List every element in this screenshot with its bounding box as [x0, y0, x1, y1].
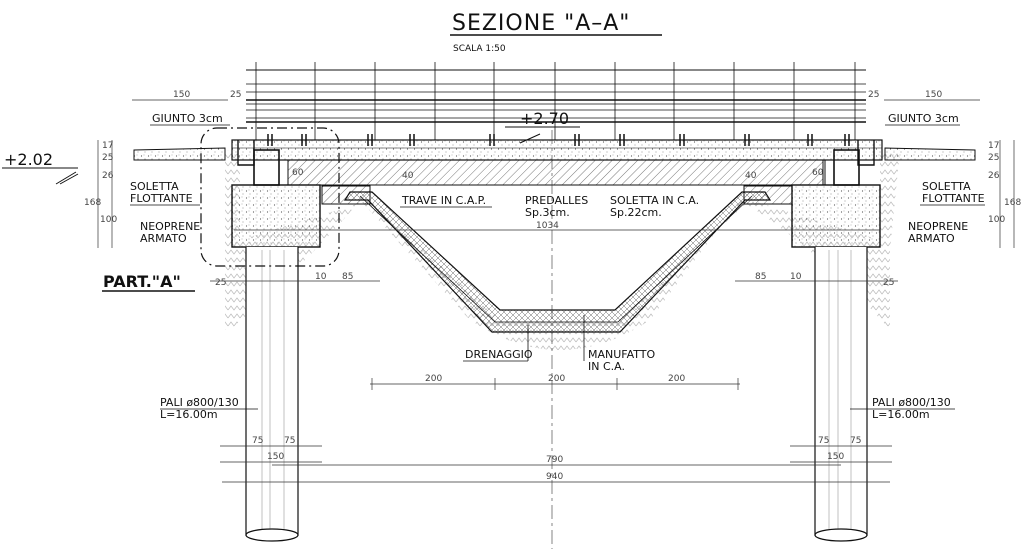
pali-left-line1: PALI ø800/130: [160, 396, 239, 409]
soletta-flottante-right-line2: FLOTTANTE: [922, 192, 985, 205]
dimensions: 150 25 150 25 17 25 26 100 168 17 25 26 …: [84, 90, 1021, 483]
dim-gap-left-85: 85: [342, 272, 353, 282]
dim-pile-75-b: 75: [284, 436, 295, 446]
giunto-left-label: GIUNTO 3cm: [152, 112, 223, 125]
dim-gap-left-10: 10: [315, 272, 327, 282]
dim-ch-200-c: 200: [668, 374, 685, 384]
elevation-road: +2.02: [2, 150, 79, 185]
road-right: [884, 147, 976, 161]
pali-left-line2: L=16.00m: [160, 408, 218, 421]
abutment-left: [231, 184, 321, 248]
dim-gap-right-10: 10: [790, 272, 802, 282]
dim-gap-right-25: 25: [883, 278, 894, 288]
dim-ch-200-b: 200: [548, 374, 565, 384]
soletta-flottante-left-line2: FLOTTANTE: [130, 192, 193, 205]
neoprene-left-line1: NEOPRENE: [140, 220, 200, 233]
dim-pile-75-c: 75: [818, 436, 829, 446]
giunto-right-label: GIUNTO 3cm: [888, 112, 959, 125]
drainage-channel: [343, 191, 772, 333]
labels: GIUNTO 3cm GIUNTO 3cm SOLETTA FLOTTANTE …: [102, 112, 985, 421]
dim-pile-75-d: 75: [850, 436, 861, 446]
neoprene-left-line2: ARMATO: [140, 232, 187, 245]
dim-left-25: 25: [102, 153, 113, 163]
dim-ch-200-a: 200: [425, 374, 442, 384]
road-left: [133, 147, 226, 161]
section-title: SEZIONE "A–A": [452, 11, 630, 36]
dim-top-right: 150: [925, 90, 942, 100]
dim-h-60-left: 60: [292, 168, 304, 178]
soletta-flottante-left-line1: SOLETTA: [130, 180, 179, 193]
dim-right-25: 25: [988, 153, 999, 163]
part-a-label: PART."A": [103, 272, 181, 291]
dim-span: 1034: [536, 221, 559, 231]
dim-h-40-left: 40: [402, 171, 414, 181]
dim-right-100: 100: [988, 215, 1005, 225]
dim-top-left: 150: [173, 90, 190, 100]
dim-axis-940: 940: [546, 472, 563, 482]
trave-label: TRAVE IN C.A.P.: [401, 194, 486, 207]
drenaggio-label: DRENAGGIO: [465, 348, 533, 361]
elevation-deck: +2.70: [505, 109, 580, 144]
deck-slab: [231, 134, 883, 186]
dim-axis-790: 790: [546, 455, 563, 465]
soletta-flottante-right-line1: SOLETTA: [922, 180, 971, 193]
dim-pile-150-left: 150: [267, 452, 284, 462]
part-a-frame: [200, 127, 340, 267]
dim-top-left-small: 25: [230, 90, 241, 100]
dim-h-40-right: 40: [745, 171, 757, 181]
neoprene-right-line2: ARMATO: [908, 232, 955, 245]
manufatto-line2: IN C.A.: [588, 360, 625, 373]
pile-left: [245, 247, 299, 542]
dim-left-17: 17: [102, 141, 113, 151]
scale-label: SCALA 1:50: [453, 44, 506, 54]
dim-gap-right-85: 85: [755, 272, 766, 282]
pali-right-line1: PALI ø800/130: [872, 396, 951, 409]
dim-pile-150-right: 150: [827, 452, 844, 462]
dim-left-26: 26: [102, 171, 114, 181]
dim-top-right-small: 25: [868, 90, 879, 100]
dim-right-26: 26: [988, 171, 1000, 181]
predalles-line1: PREDALLES: [525, 194, 588, 207]
manufatto-line1: MANUFATTO: [588, 348, 656, 361]
railing: [246, 62, 866, 140]
neoprene-right-line1: NEOPRENE: [908, 220, 968, 233]
dim-right-17: 17: [988, 141, 999, 151]
soletta-ca-line2: Sp.22cm.: [610, 206, 662, 219]
dim-gap-left-25: 25: [215, 278, 226, 288]
dim-left-100: 100: [100, 215, 117, 225]
dim-h-60-right: 60: [812, 168, 824, 178]
pile-right: [814, 247, 868, 542]
dim-pile-75-a: 75: [252, 436, 263, 446]
elevation-deck-value: +2.70: [520, 109, 569, 128]
soletta-ca-line1: SOLETTA IN C.A.: [610, 194, 699, 207]
elevation-road-value: +2.02: [4, 150, 53, 169]
abutment-right: [791, 184, 881, 248]
dim-right-168: 168: [1004, 198, 1021, 208]
dim-left-168: 168: [84, 198, 101, 208]
predalles-line2: Sp.3cm.: [525, 206, 570, 219]
pali-right-line2: L=16.00m: [872, 408, 930, 421]
